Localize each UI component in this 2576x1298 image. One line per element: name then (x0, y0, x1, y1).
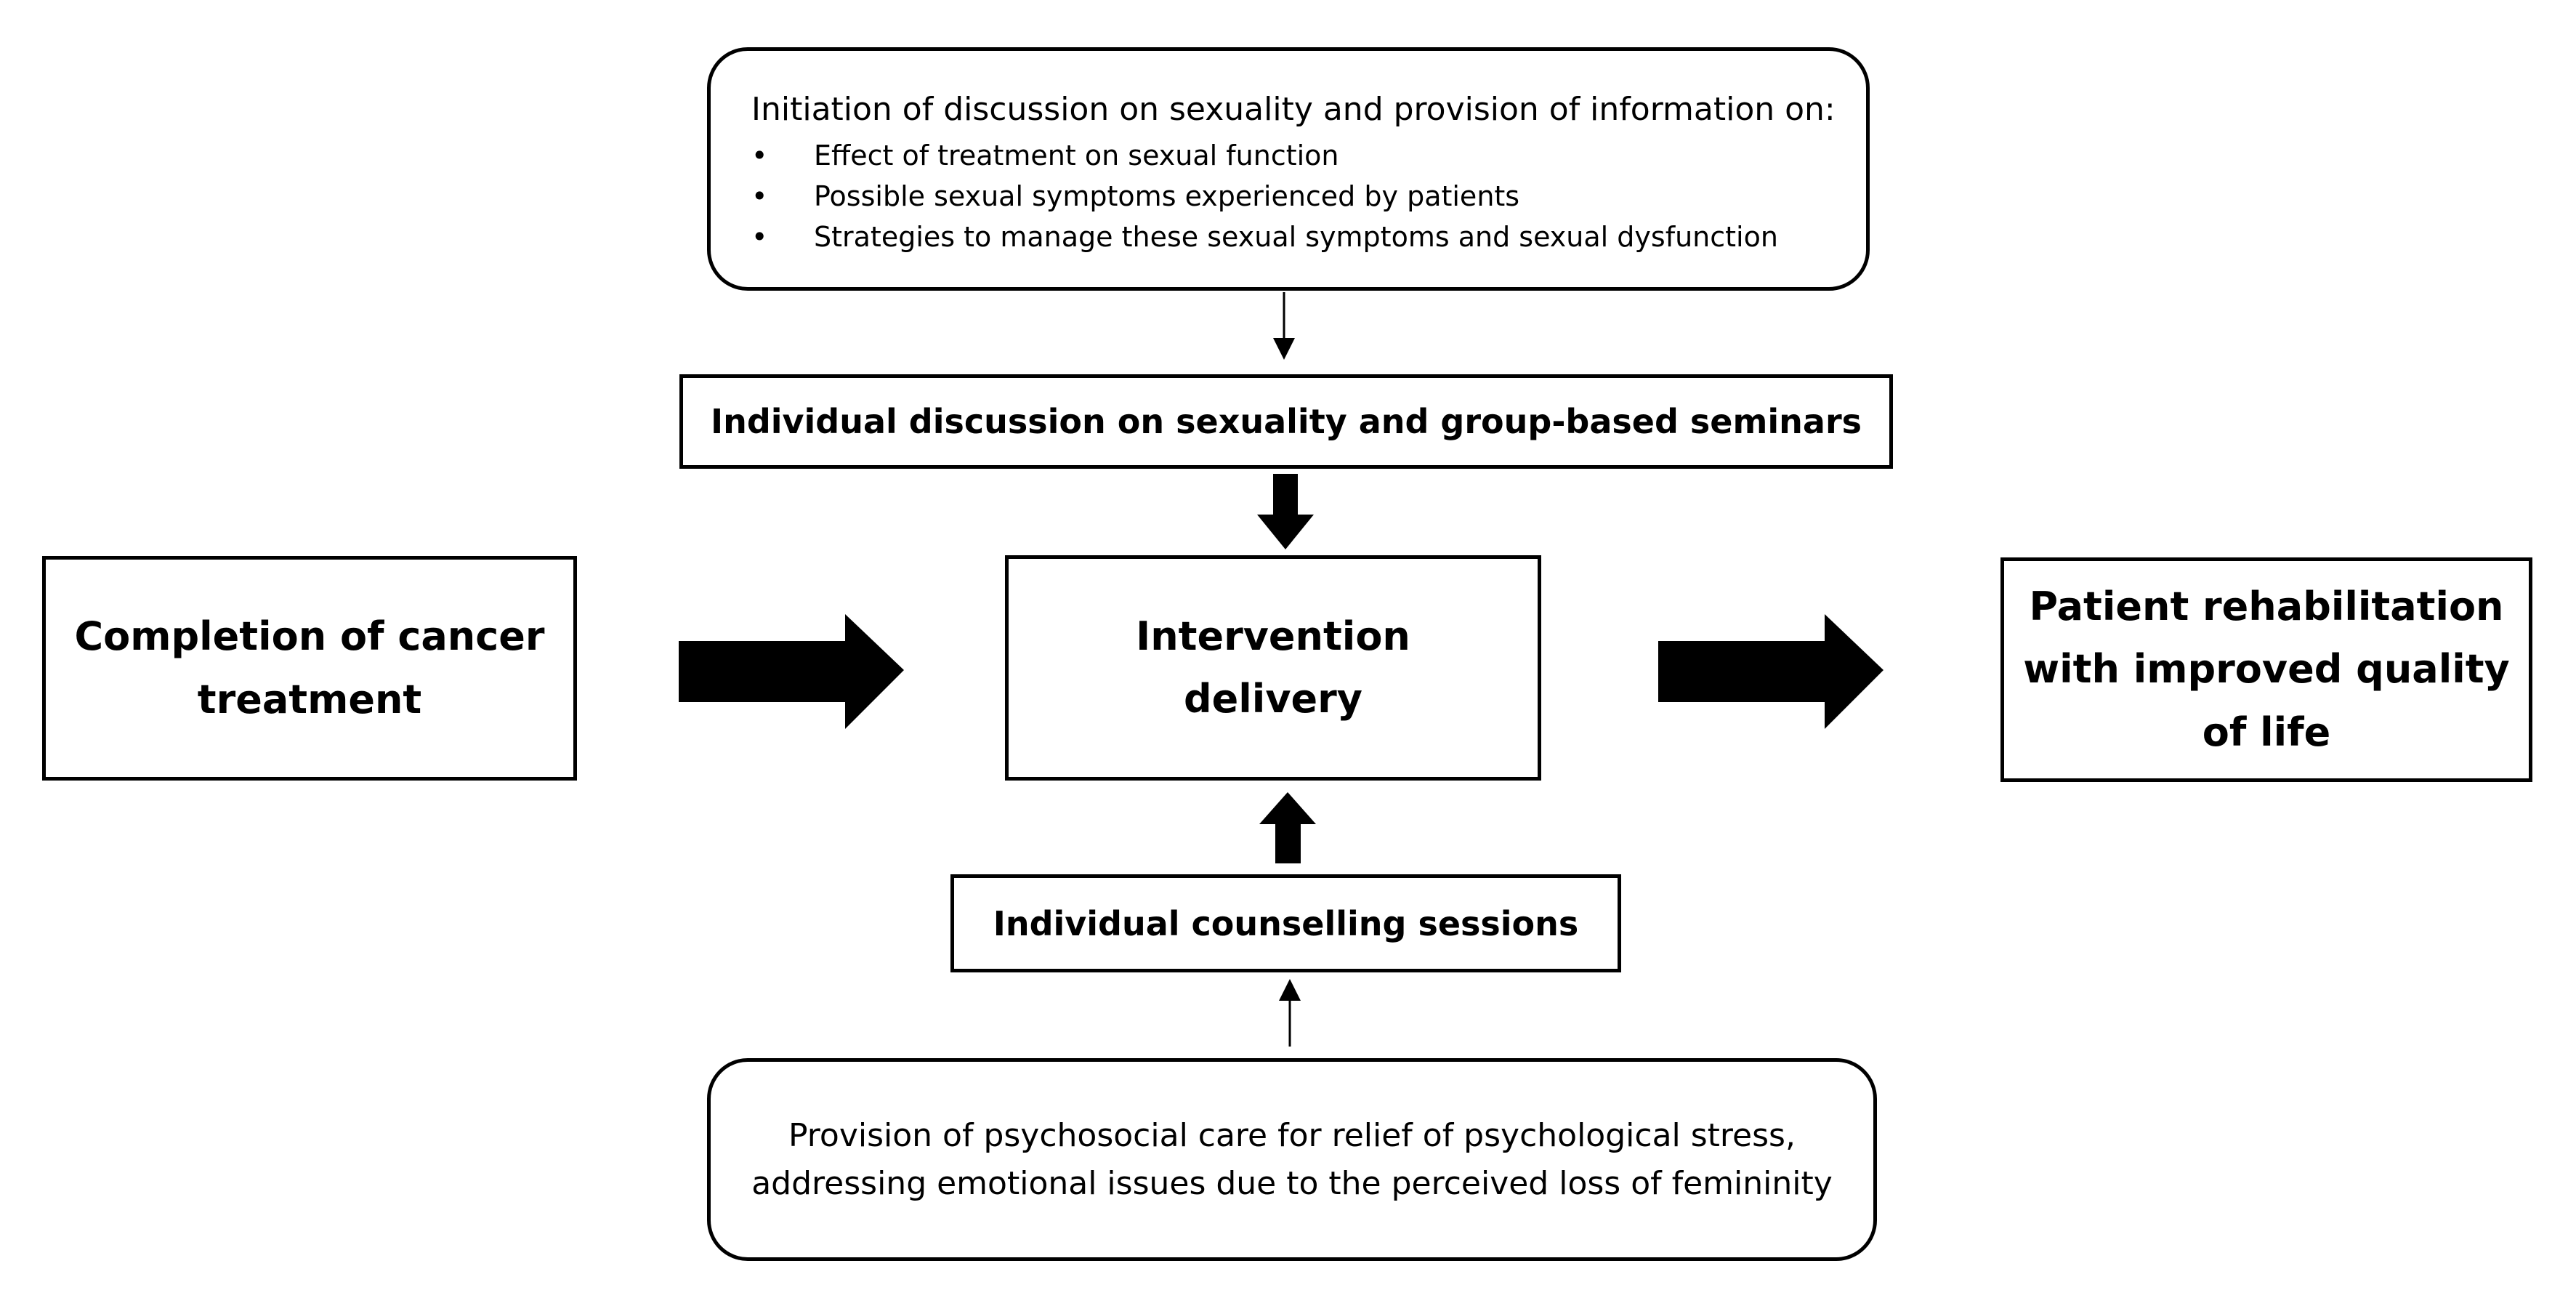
completion-of-treatment-box: Completion of cancer treatment (42, 556, 577, 781)
information-provision-intro: Initiation of discussion on sexuality an… (751, 91, 1836, 128)
intervention-delivery-label: Intervention delivery (1136, 613, 1410, 722)
bullet-icon: • (751, 220, 768, 253)
information-topic-text: Effect of treatment on sexual function (814, 139, 1339, 172)
bullet-icon: • (751, 180, 768, 212)
thick-down-arrow-icon (1257, 474, 1314, 549)
bullet-icon: • (751, 139, 768, 172)
patient-rehabilitation-label: Patient rehabilitation with improved qua… (2023, 583, 2510, 755)
information-topic-text: Strategies to manage these sexual sympto… (814, 220, 1778, 253)
individual-counselling-box: Individual counselling sessions (950, 874, 1621, 972)
information-topic-item: • Possible sexual symptoms experienced b… (751, 176, 1825, 217)
patient-rehabilitation-box: Patient rehabilitation with improved qua… (2000, 557, 2532, 782)
individual-counselling-label: Individual counselling sessions (993, 903, 1579, 943)
information-topic-item: • Effect of treatment on sexual function (751, 135, 1825, 176)
information-provision-box: Initiation of discussion on sexuality an… (707, 47, 1870, 291)
individual-discussion-label: Individual discussion on sexuality and g… (710, 402, 1862, 441)
big-right-arrow-icon-left (679, 614, 904, 729)
individual-discussion-box: Individual discussion on sexuality and g… (679, 374, 1893, 469)
psychosocial-care-box: Provision of psychosocial care for relie… (707, 1058, 1877, 1261)
psychosocial-care-text: Provision of psychosocial care for relie… (751, 1116, 1833, 1202)
information-topic-item: • Strategies to manage these sexual symp… (751, 217, 1825, 257)
information-topic-text: Possible sexual symptoms experienced by … (814, 180, 1520, 212)
thick-up-arrow-icon (1259, 792, 1316, 863)
information-topics-list: • Effect of treatment on sexual function… (751, 135, 1825, 257)
big-right-arrow-icon-right (1658, 614, 1883, 729)
intervention-delivery-box: Intervention delivery (1005, 555, 1541, 781)
completion-of-treatment-label: Completion of cancer treatment (74, 613, 545, 722)
